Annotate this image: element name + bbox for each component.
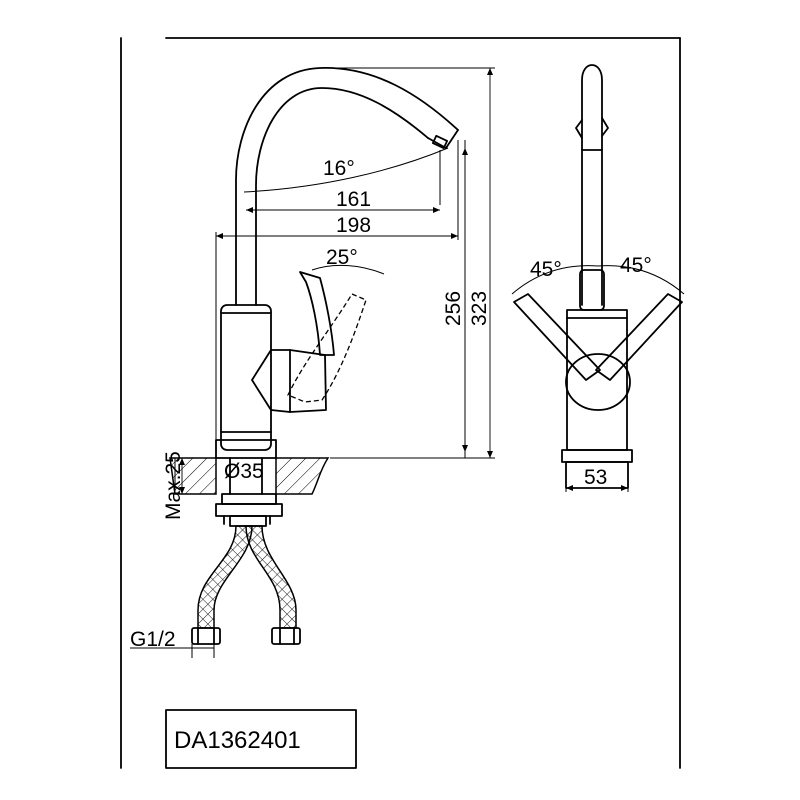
overall-reach-label: 198 (336, 214, 371, 237)
base-width-label: 53 (584, 466, 607, 489)
handle-lever-rotated (287, 293, 367, 403)
side-view-labels: 16° 161 198 25° 256 323 Max.25 Ø35 G1/2 (130, 157, 491, 651)
left-angle-label: 45° (530, 258, 562, 281)
spout-angle-label: 16° (323, 157, 355, 180)
right-angle-label: 45° (620, 254, 652, 277)
overall-height-label: 323 (468, 291, 491, 326)
hose-left (197, 525, 253, 629)
faucet-body (220, 304, 272, 451)
diameter-label: Ø35 (224, 460, 264, 483)
spout-reach-label: 161 (336, 188, 371, 211)
drawing-frame (120, 37, 681, 769)
front-spout (581, 64, 603, 306)
front-view-faucet (513, 64, 683, 489)
max-thickness-label: Max.25 (162, 451, 185, 520)
side-view-faucet (215, 67, 459, 459)
spout-outer (235, 67, 459, 306)
thread-label: G1/2 (130, 628, 176, 651)
countertop-section (169, 457, 330, 495)
handle-lever (299, 271, 335, 356)
lever-right (595, 293, 683, 381)
handle-angle-label: 25° (326, 246, 358, 269)
front-body (566, 309, 628, 451)
handle-housing (251, 349, 327, 413)
side-view-dimensions (130, 67, 495, 658)
lever-left (513, 293, 601, 381)
front-view-dimensions (511, 265, 685, 492)
model-code-box: DA1362401 (165, 709, 357, 769)
front-view-labels: 45° 45° 53 (530, 254, 652, 489)
mounting-and-hoses (191, 493, 301, 645)
spout-height-label: 256 (442, 291, 465, 326)
hose-right (245, 525, 297, 629)
spout-inner (255, 87, 429, 306)
model-code: DA1362401 (174, 727, 301, 754)
